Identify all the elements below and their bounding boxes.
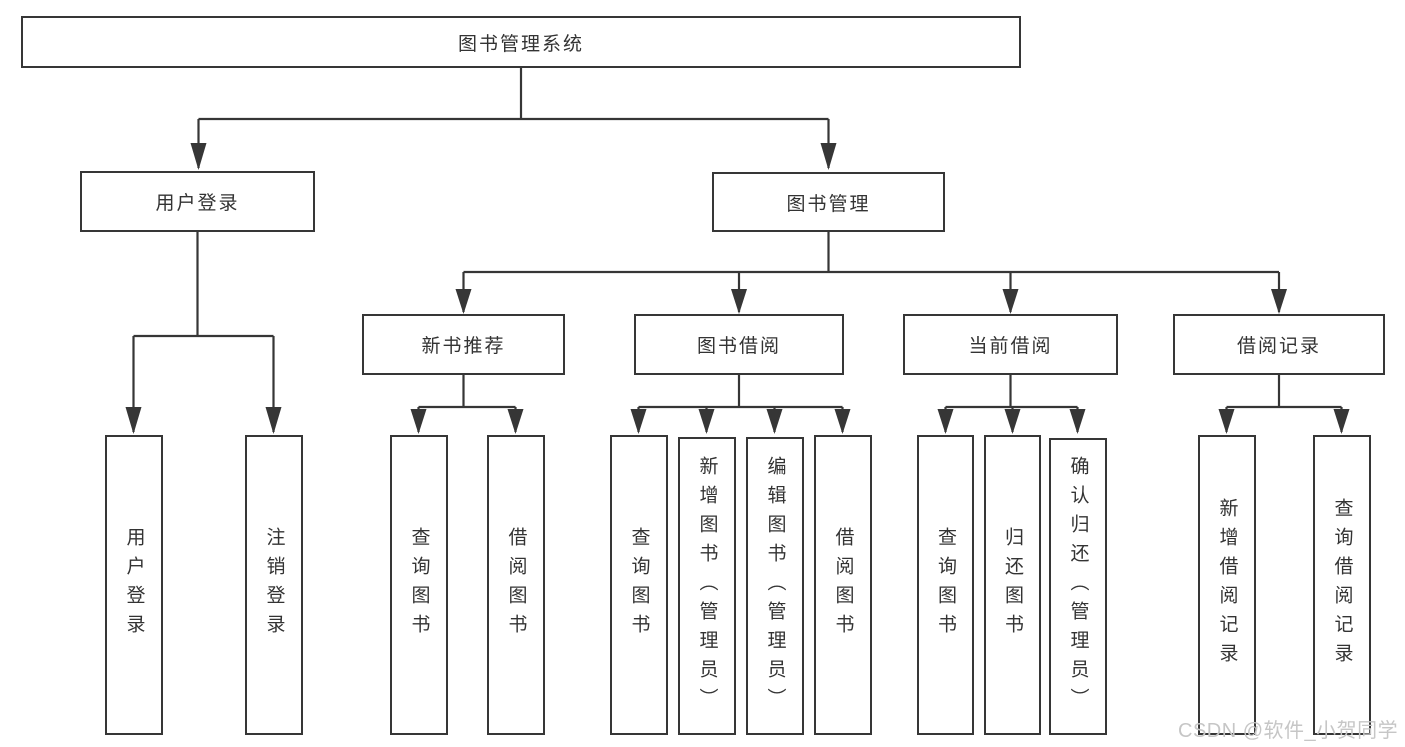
node-current-borrow: 当前借阅 bbox=[903, 314, 1118, 375]
leaf-query-borrow-record: 查询借阅记录 bbox=[1313, 435, 1371, 735]
connector-root-to-level2 bbox=[190, 68, 837, 170]
leaf-add-borrow-record: 新增借阅记录 bbox=[1198, 435, 1256, 735]
node-library-system: 图书管理系统 bbox=[21, 16, 1021, 68]
leaf-user-login: 用户登录 bbox=[105, 435, 163, 735]
node-user-login: 用户登录 bbox=[80, 171, 315, 232]
node-new-book-recommend: 新书推荐 bbox=[362, 314, 565, 375]
connector-borrow-to-leaves bbox=[630, 375, 851, 434]
leaf-confirm-return-admin: 确认归还（管理员） bbox=[1049, 438, 1107, 735]
node-book-borrow: 图书借阅 bbox=[634, 314, 844, 375]
leaf-borrow-books-recommend: 借阅图书 bbox=[487, 435, 545, 735]
leaf-borrow-books: 借阅图书 bbox=[814, 435, 872, 735]
connector-records-to-leaves bbox=[1218, 375, 1350, 434]
node-borrow-records: 借阅记录 bbox=[1173, 314, 1385, 375]
leaf-query-books-current: 查询图书 bbox=[917, 435, 974, 735]
leaf-query-books-borrow: 查询图书 bbox=[610, 435, 668, 735]
node-book-management: 图书管理 bbox=[712, 172, 945, 232]
leaf-return-books: 归还图书 bbox=[984, 435, 1041, 735]
connector-bookmgmt-to-level3 bbox=[455, 232, 1287, 314]
connector-userlogin-to-leaves bbox=[125, 232, 282, 434]
leaf-add-book-admin: 新增图书（管理员） bbox=[678, 437, 736, 735]
leaf-logout: 注销登录 bbox=[245, 435, 303, 735]
watermark: CSDN @软件_小贺同学 bbox=[1178, 720, 1399, 742]
leaf-edit-book-admin: 编辑图书（管理员） bbox=[746, 437, 804, 735]
connector-current-to-leaves bbox=[937, 375, 1086, 434]
connector-newbooks-to-leaves bbox=[410, 375, 524, 434]
leaf-query-books-recommend: 查询图书 bbox=[390, 435, 448, 735]
